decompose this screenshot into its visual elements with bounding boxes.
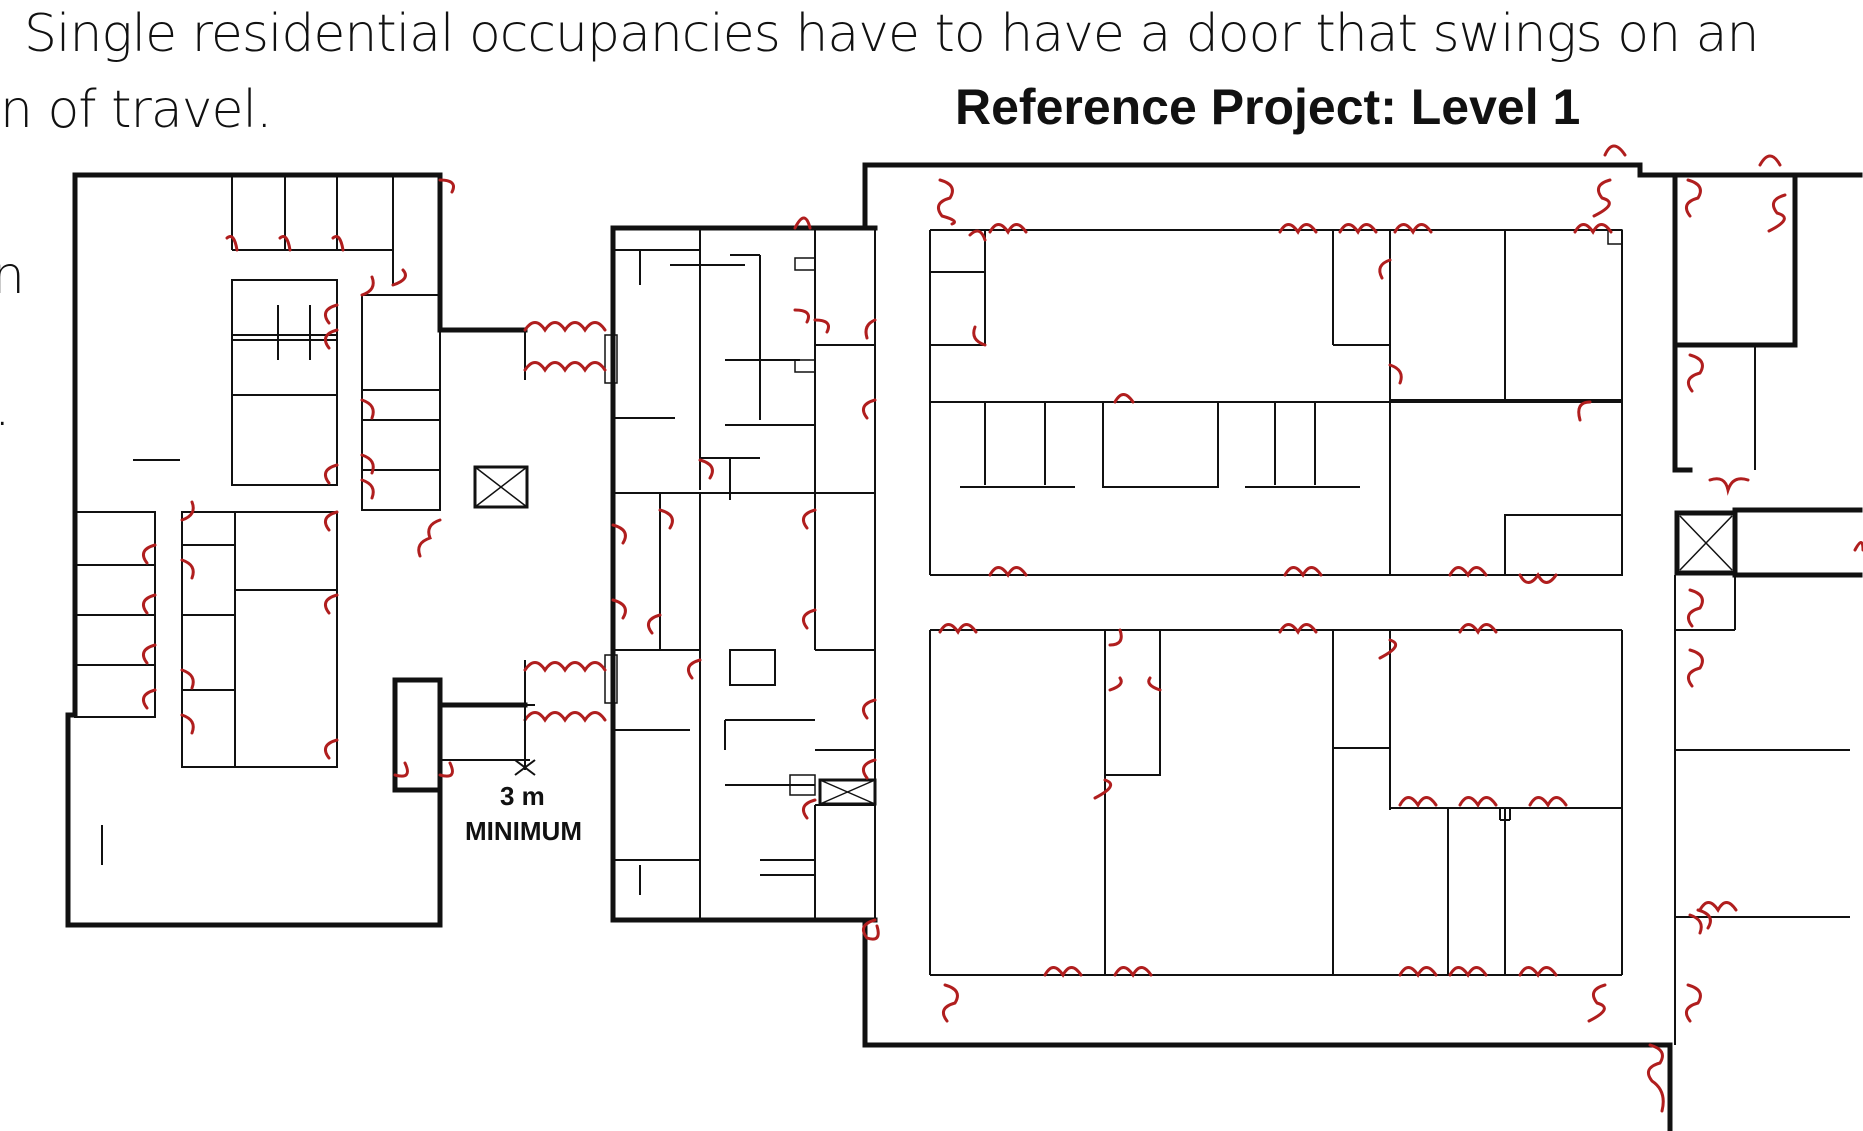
body-text-line-1: Single residential occupancies have to h… — [24, 4, 1759, 64]
door-swings — [141, 144, 1863, 1113]
dimension-value: 3 m — [500, 781, 545, 811]
elevator-shafts — [473, 229, 1733, 806]
slide-title: Reference Project: Level 1 — [955, 79, 1581, 135]
dimension-note: MINIMUM — [465, 816, 582, 846]
clipped-text-fragment: n — [0, 246, 25, 306]
clipped-text-fragment: . — [0, 378, 11, 438]
dimension-marker — [514, 704, 536, 776]
body-text-line-2: n of travel. — [0, 80, 273, 140]
interior-walls — [74, 175, 1850, 1045]
